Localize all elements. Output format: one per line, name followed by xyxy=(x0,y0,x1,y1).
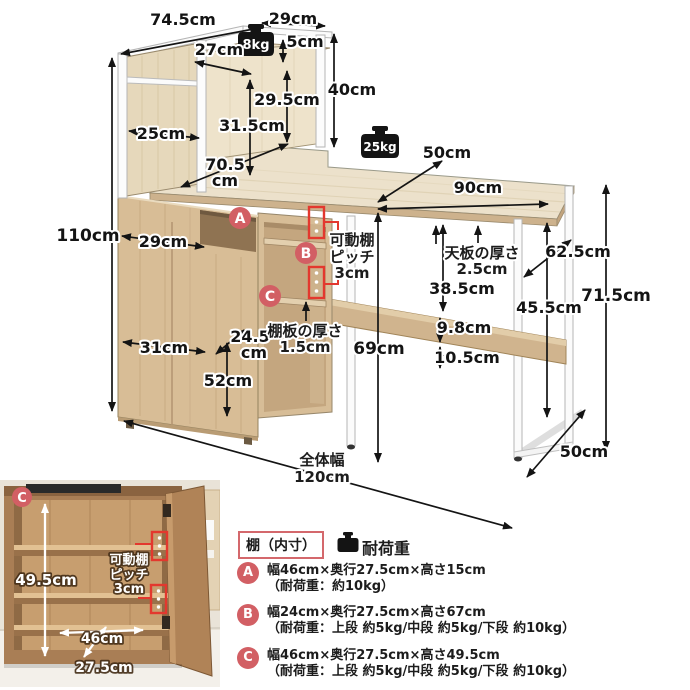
dim-29cm-top: 29cm xyxy=(269,9,317,28)
weight-icon-25kg: 25kg xyxy=(361,126,399,158)
section-marker-c: C xyxy=(259,285,281,307)
weight-25kg-label: 25kg xyxy=(363,140,396,154)
movable-shelf-pitch-callout xyxy=(307,205,339,300)
dimension-arrows xyxy=(108,19,610,530)
legend-a-load: （耐荷重：約10kg） xyxy=(267,579,395,594)
inset-photo-cabinet-interior: 49.5cm 可動棚 ピッチ 3cm 46cm 27.5cm C xyxy=(0,480,220,687)
svg-text:C: C xyxy=(17,491,27,506)
dim-9-8cm: 9.8cm xyxy=(437,318,492,337)
legend-b-load: （耐荷重：上段 約5kg/中段 約5kg/下段 約10kg） xyxy=(267,621,576,636)
note-pitch-line3: 3cm xyxy=(335,264,370,282)
inset-section-marker-c: C xyxy=(12,487,32,507)
dim-52cm: 52cm xyxy=(204,371,252,390)
shelf-column-b xyxy=(257,211,333,419)
legend-row-b: B 幅24cm×奥行27.5cm×高さ67cm （耐荷重：上段 約5kg/中段 … xyxy=(237,604,687,637)
legend-row-a: A 幅46cm×奥行27.5cm×高さ15cm （耐荷重：約10kg） xyxy=(237,562,687,595)
inset-note-pitch-line3: 3cm xyxy=(114,582,144,597)
weight-icon-8kg: 8kg xyxy=(238,24,274,56)
note-shelf-thickness-line2: 1.5cm xyxy=(279,338,330,356)
dim-110cm: 110cm xyxy=(56,226,119,246)
dim-50cm-desk: 50cm xyxy=(423,143,471,162)
legend-marker-b: B xyxy=(237,604,259,626)
legend-title: 棚（内寸） xyxy=(246,538,316,554)
legend-marker-a: A xyxy=(237,562,259,584)
svg-text:A: A xyxy=(235,211,246,227)
inset-annotations: 49.5cm 可動棚 ピッチ 3cm 46cm 27.5cm C xyxy=(12,487,169,678)
shelf-pin-holes xyxy=(314,211,319,293)
dim-24-5: 24.5 xyxy=(230,327,269,346)
legend-row-c: C 幅46cm×奥行27.5cm×高さ49.5cm （耐荷重：上段 約5kg/中… xyxy=(237,647,687,680)
note-overall-width-line1: 全体幅 xyxy=(298,451,344,469)
load-weight-icon xyxy=(337,532,359,552)
svg-text:C: C xyxy=(265,289,275,305)
dim-10-5cm: 10.5cm xyxy=(434,348,500,367)
dim-25cm: 25cm xyxy=(137,124,185,143)
dim-70-5: 70.5 xyxy=(205,155,244,174)
photo-scene xyxy=(0,480,220,687)
legend-c-load: （耐荷重：上段 約5kg/中段 約5kg/下段 約10kg） xyxy=(267,664,576,679)
inset-dim-27-5cm: 27.5cm xyxy=(75,660,132,676)
inset-dim-46cm: 46cm xyxy=(81,631,123,647)
note-top-thickness-line1: 天板の厚さ xyxy=(444,244,519,262)
dim-27cm: 27cm xyxy=(195,40,243,59)
dim-74-5cm: 74.5cm xyxy=(150,10,216,29)
dim-62-5cm: 62.5cm xyxy=(545,242,611,261)
dim-71-5cm: 71.5cm xyxy=(581,286,651,306)
weight-8kg-label: 8kg xyxy=(243,38,270,53)
dim-70-5-unit: cm xyxy=(212,171,238,190)
dim-50cm-leg: 50cm xyxy=(560,442,608,461)
inset-note-pitch-line1: 可動棚 xyxy=(109,552,148,568)
note-top-thickness-line2: 2.5cm xyxy=(456,260,507,278)
dim-29cm-cabinet: 29cm xyxy=(139,232,187,251)
note-pitch-line1: 可動棚 xyxy=(329,231,374,249)
legend-c-size: 幅46cm×奥行27.5cm×高さ49.5cm xyxy=(267,648,500,663)
dim-38-5cm: 38.5cm xyxy=(429,279,495,298)
dim-31-5cm: 31.5cm xyxy=(219,116,285,135)
dim-90cm: 90cm xyxy=(454,178,502,197)
dim-24-5-unit: cm xyxy=(241,343,267,362)
inset-note-pitch-line2: ピッチ xyxy=(109,568,148,583)
dim-31cm: 31cm xyxy=(140,338,188,357)
legend-a-size: 幅46cm×奥行27.5cm×高さ15cm xyxy=(267,563,486,578)
note-shelf-thickness-line1: 棚板の厚さ xyxy=(267,322,342,340)
dim-5cm: 5cm xyxy=(286,32,323,51)
legend-marker-c: C xyxy=(237,647,259,669)
inset-dim-49-5cm: 49.5cm xyxy=(15,571,77,589)
dimension-labels: 74.5cm 29cm 27cm 5cm 40cm 29.5cm 31.5cm … xyxy=(54,7,653,488)
dim-29-5cm: 29.5cm xyxy=(254,90,320,109)
section-marker-b: B xyxy=(295,242,317,264)
note-overall-width-line2: 120cm xyxy=(294,468,350,486)
legend-title-box: 棚（内寸） xyxy=(238,531,324,559)
inset-pin-holes xyxy=(156,536,162,609)
note-pitch-line2: ピッチ xyxy=(329,248,374,266)
dim-69cm: 69cm xyxy=(353,339,404,359)
section-marker-a: A xyxy=(229,207,251,229)
legend-b-size: 幅24cm×奥行27.5cm×高さ67cm xyxy=(267,605,486,620)
dim-40cm: 40cm xyxy=(328,80,376,99)
dim-45-5cm: 45.5cm xyxy=(516,298,582,317)
svg-text:B: B xyxy=(301,246,312,262)
legend-load-label: 耐荷重 xyxy=(362,539,411,558)
